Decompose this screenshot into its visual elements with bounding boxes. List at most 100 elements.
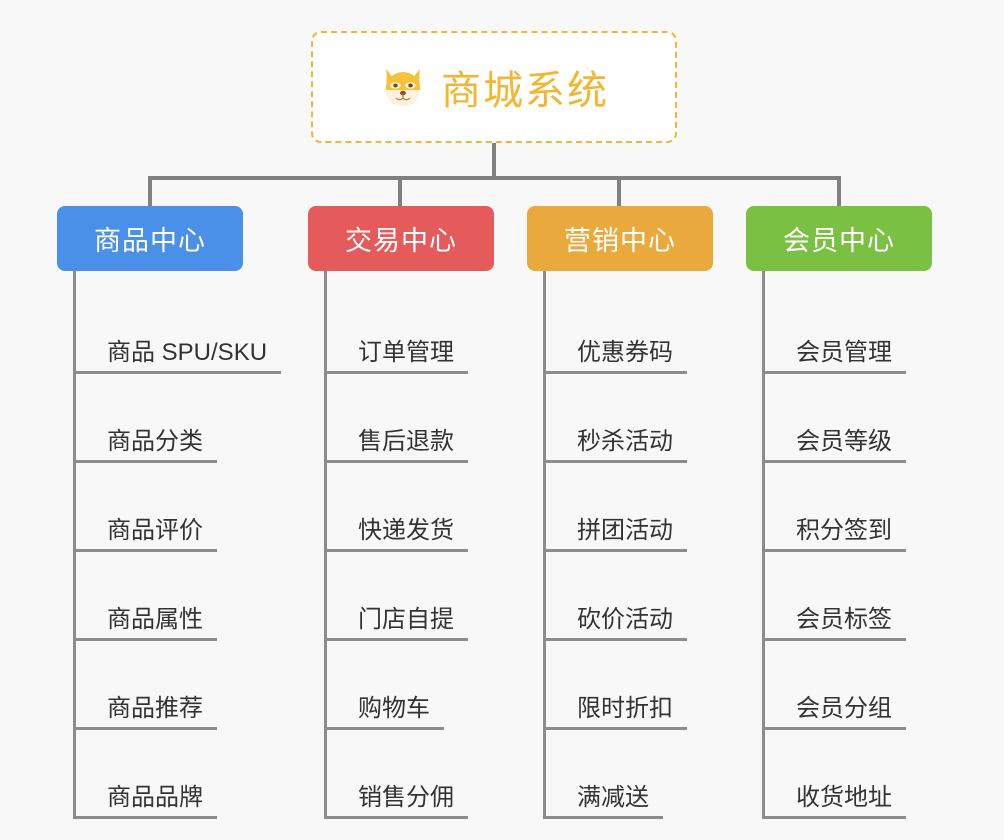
category-column-4: 会员中心 会员管理 会员等级 积分签到 会员标签 会员分组 xyxy=(746,206,1004,819)
category-column-1: 商品中心 商品 SPU/SKU 商品分类 商品评价 商品属性 商品推荐 xyxy=(57,206,357,819)
category-column-3: 营销中心 优惠券码 秒杀活动 拼团活动 砍价活动 限时折扣 xyxy=(527,206,807,819)
leaf-item[interactable]: 售后退款 xyxy=(324,374,588,463)
leaf-label: 商品品牌 xyxy=(107,783,203,811)
leaf-underline xyxy=(73,460,217,463)
leaf-label: 商品评价 xyxy=(107,516,203,544)
leaf-label: 会员管理 xyxy=(796,338,892,366)
leaf-underline xyxy=(543,549,687,552)
root-title: 商城系统 xyxy=(441,69,609,113)
connector-trunk xyxy=(492,143,496,179)
category-header-1[interactable]: 商品中心 xyxy=(57,206,243,271)
category-header-label: 商品中心 xyxy=(94,226,206,256)
leaf-underline xyxy=(762,460,906,463)
leaf-label: 快递发货 xyxy=(358,516,454,544)
leaf-item[interactable]: 销售分佣 xyxy=(324,730,588,819)
leaf-item[interactable]: 优惠券码 xyxy=(543,285,807,374)
leaf-label: 售后退款 xyxy=(358,427,454,455)
leaf-spine xyxy=(543,271,546,819)
leaf-label: 优惠券码 xyxy=(577,338,673,366)
leaf-item[interactable]: 秒杀活动 xyxy=(543,374,807,463)
leaf-underline xyxy=(73,638,217,641)
root-node[interactable]: 商城系统 xyxy=(311,31,677,143)
category-column-2: 交易中心 订单管理 售后退款 快递发货 门店自提 购物车 xyxy=(308,206,588,819)
leaf-item[interactable]: 会员分组 xyxy=(762,641,1004,730)
leaf-underline xyxy=(324,638,468,641)
leaf-item[interactable]: 商品属性 xyxy=(73,552,357,641)
leaf-underline xyxy=(324,460,468,463)
leaf-item[interactable]: 会员管理 xyxy=(762,285,1004,374)
leaf-underline xyxy=(73,371,281,374)
leaf-item[interactable]: 限时折扣 xyxy=(543,641,807,730)
leaf-label: 会员等级 xyxy=(796,427,892,455)
leaf-item[interactable]: 商品 SPU/SKU xyxy=(73,285,357,374)
leaf-item[interactable]: 收货地址 xyxy=(762,730,1004,819)
leaf-underline xyxy=(324,549,468,552)
leaf-item[interactable]: 商品分类 xyxy=(73,374,357,463)
leaf-underline xyxy=(543,460,687,463)
category-header-label: 交易中心 xyxy=(345,226,457,256)
leaf-item[interactable]: 满减送 xyxy=(543,730,807,819)
leaf-label: 订单管理 xyxy=(358,338,454,366)
leaf-spine xyxy=(762,271,765,819)
leaf-underline xyxy=(762,816,906,819)
leaf-label: 收货地址 xyxy=(796,783,892,811)
leaf-spine xyxy=(73,271,76,819)
leaf-underline xyxy=(73,727,217,730)
leaf-item[interactable]: 订单管理 xyxy=(324,285,588,374)
leaf-underline xyxy=(543,638,687,641)
leaf-underline xyxy=(543,727,687,730)
leaf-underline xyxy=(762,727,906,730)
leaf-list-2: 订单管理 售后退款 快递发货 门店自提 购物车 销售分佣 xyxy=(324,271,588,819)
category-header-label: 会员中心 xyxy=(783,226,895,256)
leaf-underline xyxy=(324,816,468,819)
leaf-label: 商品 SPU/SKU xyxy=(107,338,268,366)
leaf-label: 积分签到 xyxy=(796,516,892,544)
leaf-label: 满减送 xyxy=(577,783,649,811)
leaf-item[interactable]: 拼团活动 xyxy=(543,463,807,552)
category-header-4[interactable]: 会员中心 xyxy=(746,206,932,271)
leaf-label: 商品分类 xyxy=(107,427,203,455)
shiba-dog-face-icon xyxy=(379,63,427,111)
leaf-item[interactable]: 商品品牌 xyxy=(73,730,357,819)
leaf-item[interactable]: 购物车 xyxy=(324,641,588,730)
leaf-item[interactable]: 积分签到 xyxy=(762,463,1004,552)
category-header-3[interactable]: 营销中心 xyxy=(527,206,713,271)
leaf-label: 砍价活动 xyxy=(577,605,673,633)
leaf-label: 商品推荐 xyxy=(107,694,203,722)
category-header-2[interactable]: 交易中心 xyxy=(308,206,494,271)
leaf-label: 商品属性 xyxy=(107,605,203,633)
leaf-underline xyxy=(762,371,906,374)
leaf-label: 限时折扣 xyxy=(577,694,673,722)
leaf-label: 会员标签 xyxy=(796,605,892,633)
leaf-underline xyxy=(762,638,906,641)
leaf-underline xyxy=(324,371,468,374)
connector-drop-2 xyxy=(398,176,402,209)
leaf-underline xyxy=(762,549,906,552)
leaf-item[interactable]: 商品推荐 xyxy=(73,641,357,730)
connector-drop-3 xyxy=(617,176,621,209)
category-header-label: 营销中心 xyxy=(564,226,676,256)
connector-bus xyxy=(149,176,841,180)
leaf-list-1: 商品 SPU/SKU 商品分类 商品评价 商品属性 商品推荐 商品品牌 xyxy=(73,271,357,819)
leaf-underline xyxy=(73,549,217,552)
leaf-label: 门店自提 xyxy=(358,605,454,633)
leaf-item[interactable]: 砍价活动 xyxy=(543,552,807,641)
leaf-label: 购物车 xyxy=(358,694,430,722)
leaf-underline xyxy=(543,816,663,819)
leaf-item[interactable]: 会员等级 xyxy=(762,374,1004,463)
leaf-item[interactable]: 门店自提 xyxy=(324,552,588,641)
leaf-label: 拼团活动 xyxy=(577,516,673,544)
leaf-list-3: 优惠券码 秒杀活动 拼团活动 砍价活动 限时折扣 满减送 xyxy=(543,271,807,819)
leaf-spine xyxy=(324,271,327,819)
leaf-label: 会员分组 xyxy=(796,694,892,722)
connector-drop-4 xyxy=(837,176,841,209)
leaf-underline xyxy=(73,816,217,819)
leaf-item[interactable]: 快递发货 xyxy=(324,463,588,552)
leaf-item[interactable]: 商品评价 xyxy=(73,463,357,552)
leaf-underline xyxy=(324,727,444,730)
leaf-underline xyxy=(543,371,687,374)
connector-drop-1 xyxy=(148,176,152,209)
leaf-list-4: 会员管理 会员等级 积分签到 会员标签 会员分组 收货地址 xyxy=(762,271,1004,819)
leaf-item[interactable]: 会员标签 xyxy=(762,552,1004,641)
